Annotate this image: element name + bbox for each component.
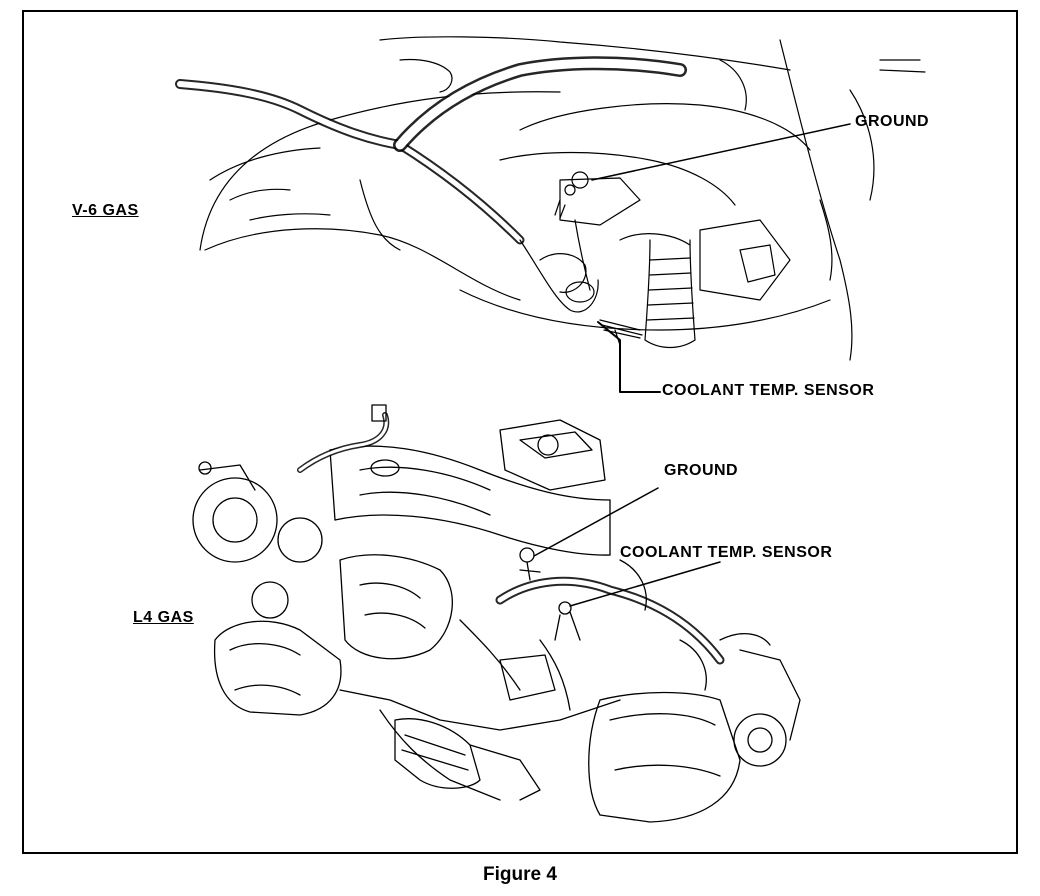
v6-ground-leader [591, 123, 851, 181]
l4-ground-leader [533, 487, 659, 557]
figure-caption: Figure 4 [483, 864, 557, 885]
v6-ground-callout: GROUND [855, 113, 930, 130]
v6-engine-drawing [175, 36, 926, 361]
v6-coolant-leader [597, 321, 661, 393]
l4-gas-label: L4 GAS [133, 609, 194, 626]
figure-border [22, 10, 1018, 854]
l4-coolant-sensor-callout: COOLANT TEMP. SENSOR [620, 544, 833, 561]
l4-ground-callout: GROUND [664, 462, 739, 479]
l4-coolant-leader [569, 561, 721, 607]
l4-engine-drawing [192, 404, 801, 823]
v6-coolant-sensor-callout: COOLANT TEMP. SENSOR [662, 382, 875, 399]
v6-gas-label: V-6 GAS [72, 202, 139, 219]
